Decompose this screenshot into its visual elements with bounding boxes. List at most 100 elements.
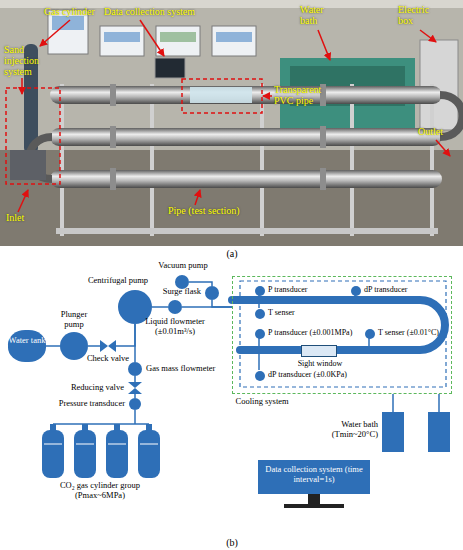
node-label: Data collection system (time interval=1s… [260,465,368,484]
poster [212,26,256,56]
node-label: Gas mass flowmeter [146,364,236,374]
photo-pipe [50,170,442,188]
sensor-symbol: dP transducer [351,286,361,296]
red-arrow [18,190,28,212]
photo-flange [320,126,326,148]
node-label: Centrifugal pump [78,276,158,286]
photo-label: Inlet [6,212,36,223]
photo-label: Transparent PVC pipe [274,84,336,106]
node-label: Pressure transducer [41,399,125,409]
cylinder-valve [82,424,88,430]
photo-wall [0,0,463,246]
photo-label: Data collection system [104,6,228,17]
photo-frame-post [150,84,154,236]
panel-label: (b) [216,537,248,548]
red-dashed-box [182,79,262,113]
node-label: P transducer (±0.001MPa) [268,329,368,338]
sight-window: Sight window [301,345,337,357]
schematic [232,281,446,508]
poster-block [104,32,140,42]
node-label: T senser [268,309,328,318]
data-system-box: Data collection system (time interval=1s… [258,460,370,494]
water-bath-outline [382,412,450,452]
photo-frame-post [350,84,354,236]
photo-frame-rail [56,228,438,234]
photo-label: Electric box [398,4,442,26]
sensor-symbol: P transducer [255,286,265,296]
pipe-connector [189,282,212,286]
gas-cylinder [74,430,96,478]
red-dashed-box [6,88,60,184]
cylinder-band [76,444,94,445]
valve-symbol-outline [100,340,116,352]
monitor-stand [308,494,320,504]
pipe-connector [438,394,440,412]
photo-electric-box [420,40,458,130]
pipe-connector [88,345,100,347]
poster [100,26,144,56]
poster [156,26,200,56]
monitor-base [284,504,344,508]
photo-flange [110,168,116,190]
node-label: Surge flask [155,287,201,297]
cooling-box: Cooling systemP transducerT senserdP tra… [232,276,452,394]
valve-symbol: Check valve [100,340,116,352]
cylinder-group-outline [38,420,162,478]
node-label: P transducer [268,286,338,295]
gas-cylinder [106,430,128,478]
cylinder-band [108,444,126,445]
node-label: T senser (±0.01°C) [378,329,458,338]
node-label: Vacuum pump [153,261,213,271]
red-arrow [40,20,70,46]
cylinder-band [44,444,62,445]
node-label: dP transducer (±0.0KPa) [268,371,378,380]
pipe-connector [134,376,136,382]
red-arrow [263,95,272,97]
cylinder-valve [50,424,56,430]
cylinder-valve [114,424,120,430]
node-label: Plunger pump [54,310,94,329]
valve-symbol: Reducing valve [128,382,142,394]
valve-symbol-outline [128,382,142,394]
sensor-symbol: P transducer (±0.001MPa) [255,329,265,339]
red-arrow [436,140,450,156]
red-arrow [195,190,200,205]
red-arrow [21,78,23,94]
node-label: Check valve [86,354,130,364]
node-label: CO₂ gas cylinder group (Pmax~6MPa) [45,481,155,500]
sensor-symbol: T senser [255,309,265,319]
water-bath: Water bath (Tmin~20°C) [382,412,450,452]
pipe-connector [46,345,60,347]
photo-flange [110,84,116,106]
valve-half [108,340,116,352]
bath-unit [428,412,450,452]
cylinder-group: CO₂ gas cylinder group (Pmax~6MPa) [38,420,162,478]
node-label: Liquid flowmeter (±0.01m³/s) [144,317,206,336]
photo-flange [320,168,326,190]
gas-cylinder [42,430,64,478]
node-label: Reducing valve [58,383,124,393]
cylinder-valve [146,424,152,430]
pipe-connector [212,300,232,307]
tank-symbol: Water tank [8,330,46,362]
flowmeter-symbol: Gas mass flowmeter [128,362,142,376]
sensor-symbol: T senser (±0.01°C) [365,329,375,339]
flask-symbol: Surge flask [205,286,219,300]
gas-cylinder [138,430,160,478]
photo-pipe [50,86,442,104]
panel-label: (a) [216,248,248,259]
valve-half [128,382,142,388]
cylinder-band [140,444,158,445]
poster-block [52,16,84,30]
pipe-connector [134,324,136,362]
pipe-connector [134,410,136,420]
photo [0,0,463,246]
photo-floor [0,150,463,246]
sensor-symbol: dP transducer (±0.0KPa) [255,371,265,381]
photo-frame-post [430,84,434,236]
pipe-connector [392,394,394,412]
photo-monitor [155,58,185,78]
photo-label: Sand injection system [4,44,48,78]
